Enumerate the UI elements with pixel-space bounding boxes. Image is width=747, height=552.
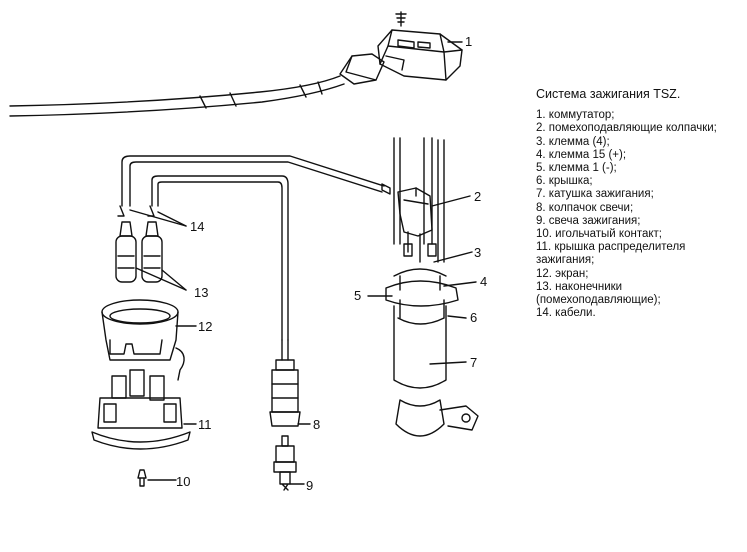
screen-part — [101, 299, 185, 381]
legend-item: 12. экран; — [536, 267, 589, 280]
legend-item: 6. крышка; — [536, 175, 593, 188]
callout-3: 3 — [474, 245, 481, 260]
spark-plug-part — [273, 435, 297, 491]
callout-11: 11 — [198, 417, 212, 432]
legend-item: 11. крышка распределителя зажигания; — [536, 241, 686, 267]
spark-plug-cap-part — [269, 359, 301, 427]
callout-6: 6 — [470, 310, 477, 325]
callout-line-7 — [429, 361, 467, 365]
callout-line-6 — [447, 315, 467, 319]
legend-item: 1. коммутатор; — [536, 109, 615, 122]
callout-14: 14 — [190, 219, 204, 234]
callout-8: 8 — [313, 417, 320, 432]
legend-item: 13. наконечники (помехоподавляющие); — [536, 280, 661, 307]
legend-item: 14. кабели. — [536, 307, 596, 320]
callout-5: 5 — [354, 288, 361, 303]
ignition-cables — [117, 155, 391, 361]
callout-line-14b — [157, 211, 187, 227]
suppression-terminals-part — [115, 221, 163, 283]
callout-4: 4 — [480, 274, 487, 289]
callout-1: 1 — [465, 34, 472, 49]
callout-line-13a — [135, 267, 187, 291]
legend-title: Система зажигания TSZ. — [536, 87, 681, 101]
legend-item: 4. клемма 15 (+); — [536, 148, 627, 161]
callout-13: 13 — [194, 285, 208, 300]
callout-9: 9 — [306, 478, 313, 493]
callout-line-13b — [161, 269, 187, 291]
callout-7: 7 — [470, 355, 477, 370]
callout-2: 2 — [474, 189, 481, 204]
legend-item: 3. клемма (4); — [536, 135, 610, 148]
suppression-cap-part — [397, 187, 433, 263]
callout-10: 10 — [176, 474, 190, 489]
ignition-coil-part — [385, 137, 479, 437]
legend-item: 7. катушка зажигания; — [536, 188, 654, 201]
legend-list: 1. коммутатор; 2. помехоподавляющие колп… — [536, 109, 746, 320]
callout-12: 12 — [198, 319, 212, 334]
pin-contact-part — [137, 469, 147, 487]
commutator-part — [9, 11, 463, 117]
callout-line-3 — [433, 251, 473, 263]
legend-item: 8. колпачок свечи; — [536, 201, 634, 214]
callout-line-14a — [129, 209, 187, 227]
legend: Система зажигания TSZ. 1. коммутатор; 2.… — [536, 87, 746, 320]
distributor-cap-part — [91, 369, 191, 450]
legend-item: 10. игольчатый контакт; — [536, 228, 662, 241]
legend-item: 9. свеча зажигания; — [536, 214, 641, 227]
callout-line-4 — [443, 281, 477, 287]
legend-item: 2. помехоподавляющие колпачки; — [536, 122, 717, 135]
legend-item: 5. клемма 1 (-); — [536, 162, 617, 175]
